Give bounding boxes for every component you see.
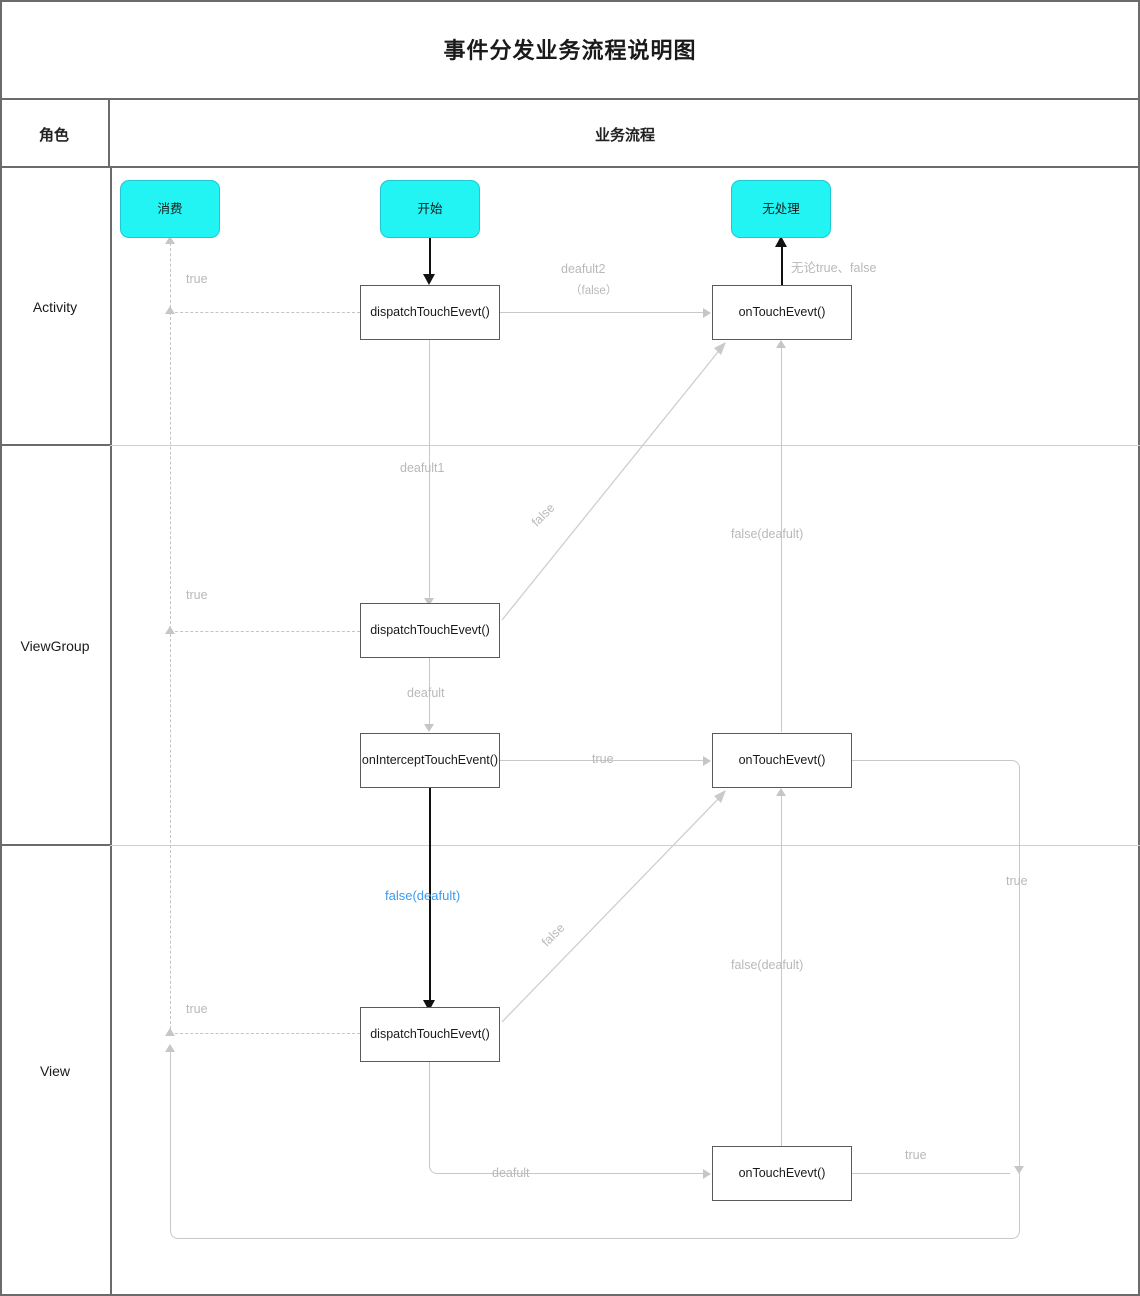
- edge-view-dispatch-false-diagonal: [501, 794, 723, 1023]
- node-viewgroup-on-touch-event[interactable]: onTouchEvevt(): [712, 733, 852, 788]
- role-label-activity: Activity: [32, 298, 78, 315]
- role-label-viewgroup: ViewGroup: [20, 637, 90, 654]
- edge-viewgroup-dispatch-false-diagonal: [501, 346, 723, 621]
- edge-activity-ontouch-to-no-handle: [781, 243, 783, 285]
- edge-viewgroup-ontouch-right: [852, 760, 1010, 761]
- arrowhead-view-ontouch-to-viewgroup-ontouch: [776, 788, 786, 796]
- edge-viewgroup-ontouch-to-activity-ontouch: [781, 347, 782, 732]
- arrowhead-view-dispatch-return: [165, 1028, 175, 1036]
- edge-bottom-loop-left-vertical: [170, 1052, 171, 1228]
- arrowhead-start-to-activity-dispatch: [423, 274, 435, 285]
- arrowhead-onintercept-to-viewgroup-ontouch: [703, 756, 711, 766]
- column-header-flow: 业务流程: [594, 126, 655, 144]
- lane-separator-activity-viewgroup: [110, 445, 1140, 446]
- edge-viewgroup-dispatch-to-onintercept: [429, 658, 430, 726]
- label-view-true-right: true: [905, 1148, 927, 1162]
- arrowhead-return-to-consume: [165, 236, 175, 244]
- table-header-row: 角色 业务流程: [0, 100, 1140, 168]
- edge-dashed-trunk-activity-to-viewgroup: [170, 312, 171, 634]
- arrowhead-viewgroup-dispatch-false-diagonal: [714, 342, 726, 355]
- label-viewgroup-default1: deafult1: [400, 461, 445, 475]
- node-activity-dispatch-touch-event[interactable]: dispatchTouchEvevt(): [360, 285, 500, 340]
- node-activity-on-touch-event[interactable]: onTouchEvevt(): [712, 285, 852, 340]
- label-view-false-default: false(deafult): [385, 888, 461, 903]
- edge-view-dispatch-return-horizontal: [170, 1033, 360, 1034]
- label-activity-default2: deafult2: [561, 262, 606, 276]
- edge-view-ontouch-to-viewgroup-ontouch: [781, 795, 782, 1147]
- edge-dashed-trunk-viewgroup-to-view: [170, 634, 171, 1034]
- arrowhead-activity-dispatch-return: [165, 306, 175, 314]
- page-title: 事件分发业务流程说明图: [443, 38, 697, 63]
- edge-bottom-loop-right-elbow: [1008, 1227, 1020, 1239]
- edge-activity-dispatch-to-viewgroup-dispatch: [429, 340, 430, 602]
- label-viewgroup-true: true: [186, 588, 208, 602]
- role-separator-1: [0, 444, 110, 446]
- arrowhead-bottom-loop-return: [165, 1044, 175, 1052]
- arrowhead-viewgroup-ontouch-to-activity-ontouch: [776, 340, 786, 348]
- label-view-true: true: [186, 1002, 208, 1016]
- arrowhead-activity-dispatch-to-ontouch: [703, 308, 711, 318]
- node-start[interactable]: 开始: [380, 180, 480, 238]
- edge-view-ontouch-right-true: [852, 1173, 1010, 1174]
- label-view-default-bottom: deafult: [492, 1166, 530, 1180]
- edge-bottom-loop-left-elbow: [170, 1227, 182, 1239]
- label-activity-true: true: [186, 272, 208, 286]
- arrowhead-activity-ontouch-to-no-handle: [775, 236, 787, 247]
- arrowhead-onintercept-to-view-dispatch: [423, 1000, 435, 1011]
- edge-view-dispatch-elbow: [429, 1152, 451, 1174]
- label-activity-default2-false: （false）: [570, 285, 618, 297]
- node-view-dispatch-touch-event[interactable]: dispatchTouchEvevt(): [360, 1007, 500, 1062]
- column-header-role: 角色: [0, 100, 110, 168]
- node-viewgroup-on-intercept-touch-event[interactable]: onInterceptTouchEvent(): [360, 733, 500, 788]
- label-viewgroup-false-default: false(deafult): [731, 958, 804, 972]
- edge-right-true-vertical: [1019, 770, 1020, 1172]
- node-consume[interactable]: 消费: [120, 180, 220, 238]
- lane-separator-viewgroup-view: [110, 845, 1140, 846]
- role-separator-2: [0, 844, 110, 846]
- label-viewgroup-default: deafult: [407, 686, 445, 700]
- edge-activity-return-to-consume-vertical: [170, 243, 171, 313]
- node-view-on-touch-event[interactable]: onTouchEvevt(): [712, 1146, 852, 1201]
- edge-viewgroup-ontouch-right-elbow: [1008, 760, 1020, 772]
- edge-viewgroup-dispatch-return-horizontal: [170, 631, 360, 632]
- edge-bottom-loop-horizontal: [182, 1238, 1009, 1239]
- arrowhead-activity-dispatch-to-viewgroup-dispatch: [424, 598, 434, 606]
- edge-view-dispatch-to-view-ontouch: [450, 1173, 704, 1174]
- role-column-divider: [110, 168, 112, 1296]
- label-no-matter-true-false: 无论true、false: [791, 261, 877, 275]
- edge-onintercept-to-view-dispatch: [429, 788, 431, 1006]
- edge-view-dispatch-down: [429, 1062, 430, 1152]
- arrowhead-viewgroup-dispatch-return: [165, 626, 175, 634]
- edge-onintercept-to-viewgroup-ontouch: [500, 760, 704, 761]
- diagram-title-cell: 事件分发业务流程说明图: [0, 0, 1140, 100]
- label-onintercept-true: true: [592, 752, 614, 766]
- node-no-handle[interactable]: 无处理: [731, 180, 831, 238]
- node-viewgroup-dispatch-touch-event[interactable]: dispatchTouchEvevt(): [360, 603, 500, 658]
- label-activity-false-default: false(deafult): [731, 527, 804, 541]
- label-right-true: true: [1006, 874, 1028, 888]
- arrowhead-right-true-vertical: [1014, 1166, 1024, 1174]
- edge-bottom-loop-right-vertical: [1019, 1173, 1020, 1227]
- role-label-view: View: [39, 1063, 71, 1079]
- arrowhead-view-dispatch-false-diagonal: [714, 790, 726, 803]
- edge-activity-dispatch-to-ontouch: [500, 312, 704, 313]
- edge-activity-dispatch-return-horizontal: [170, 312, 360, 313]
- arrowhead-viewgroup-dispatch-to-onintercept: [424, 724, 434, 732]
- edge-start-to-activity-dispatch: [429, 238, 431, 276]
- arrowhead-view-dispatch-to-view-ontouch: [703, 1169, 711, 1179]
